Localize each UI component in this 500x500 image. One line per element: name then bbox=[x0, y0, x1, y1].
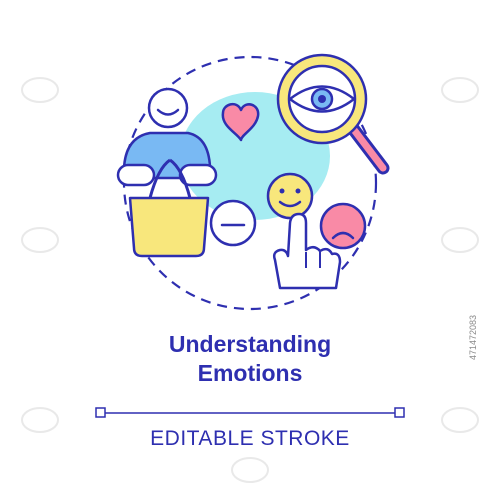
pointing-hand-icon bbox=[272, 212, 342, 290]
title-line-2: Emotions bbox=[197, 360, 303, 386]
person-icon bbox=[116, 87, 218, 187]
heart-icon bbox=[221, 102, 260, 142]
editable-stroke-line bbox=[95, 407, 405, 418]
editable-stroke-label: EDITABLE STROKE bbox=[150, 427, 350, 450]
understanding-emotions-illustration bbox=[116, 53, 390, 311]
title-line-1: Understanding bbox=[168, 331, 332, 357]
shopping-bag-icon bbox=[128, 158, 210, 258]
sad-face-icon bbox=[319, 202, 367, 250]
neutral-face-icon bbox=[209, 199, 257, 247]
magnifier-eye-icon bbox=[276, 53, 390, 175]
happy-face-icon bbox=[266, 172, 314, 220]
watermark-id: 471472083 bbox=[468, 314, 478, 360]
